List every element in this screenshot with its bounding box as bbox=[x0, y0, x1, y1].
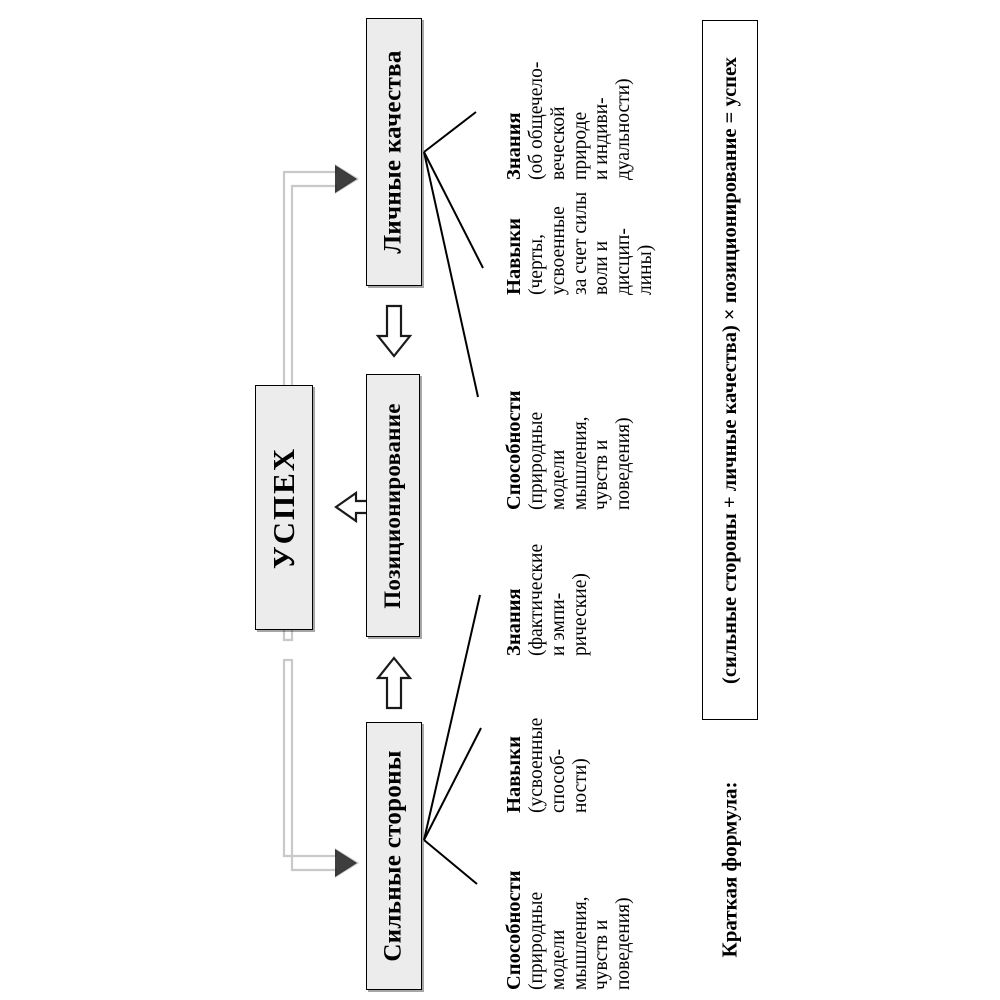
branch-line: усвоенные bbox=[547, 206, 569, 295]
branch-line: поведения) bbox=[613, 417, 635, 510]
branch-line: (природные bbox=[525, 891, 547, 990]
branch-line: чувств и bbox=[591, 439, 613, 510]
fan-lines-strengths bbox=[423, 594, 482, 885]
branch-title: Способности bbox=[503, 870, 525, 990]
box-personal-qualities-label: Личные качества bbox=[380, 50, 407, 254]
branch-title: Навыки bbox=[503, 218, 525, 295]
box-strengths-label: Сильные стороны bbox=[380, 750, 408, 962]
box-success[interactable]: УСПЕХ bbox=[255, 385, 313, 630]
formula-label-text: Краткая формула: bbox=[717, 780, 742, 958]
branch-line: модели bbox=[547, 929, 569, 990]
block-arrow-down bbox=[375, 304, 413, 358]
box-positioning[interactable]: Позиционирование bbox=[366, 374, 420, 637]
branch-line: воли и bbox=[591, 240, 613, 295]
branch-line: (черты, bbox=[525, 234, 547, 295]
box-success-label: УСПЕХ bbox=[266, 446, 302, 569]
block-arrow-up bbox=[375, 656, 413, 710]
box-personal-qualities[interactable]: Личные качества bbox=[366, 18, 422, 286]
branch-line: поведения) bbox=[613, 897, 635, 990]
branch-personal-skills: Навыки (черты, усвоенные за счет силы во… bbox=[503, 85, 657, 295]
box-positioning-label: Позиционирование bbox=[380, 402, 406, 609]
branch-line: дисцип- bbox=[613, 228, 635, 295]
formula-box: (сильные стороны + личные качества) × по… bbox=[702, 20, 758, 720]
branch-line: лины) bbox=[635, 244, 657, 295]
formula-label: Краткая формула: bbox=[704, 744, 756, 994]
branch-strengths-abilities: Способности (природные модели мышления, … bbox=[503, 780, 635, 990]
fan-lines-personal-qualities bbox=[423, 111, 484, 398]
formula-text: (сильные стороны + личные качества) × по… bbox=[718, 56, 741, 684]
branch-line: мышления, bbox=[569, 896, 591, 990]
branch-line: за счет силы bbox=[569, 191, 591, 295]
box-strengths[interactable]: Сильные стороны bbox=[366, 722, 422, 990]
elbow-arrow-to-strengths bbox=[282, 658, 360, 878]
branch-line: чувств и bbox=[591, 919, 613, 990]
